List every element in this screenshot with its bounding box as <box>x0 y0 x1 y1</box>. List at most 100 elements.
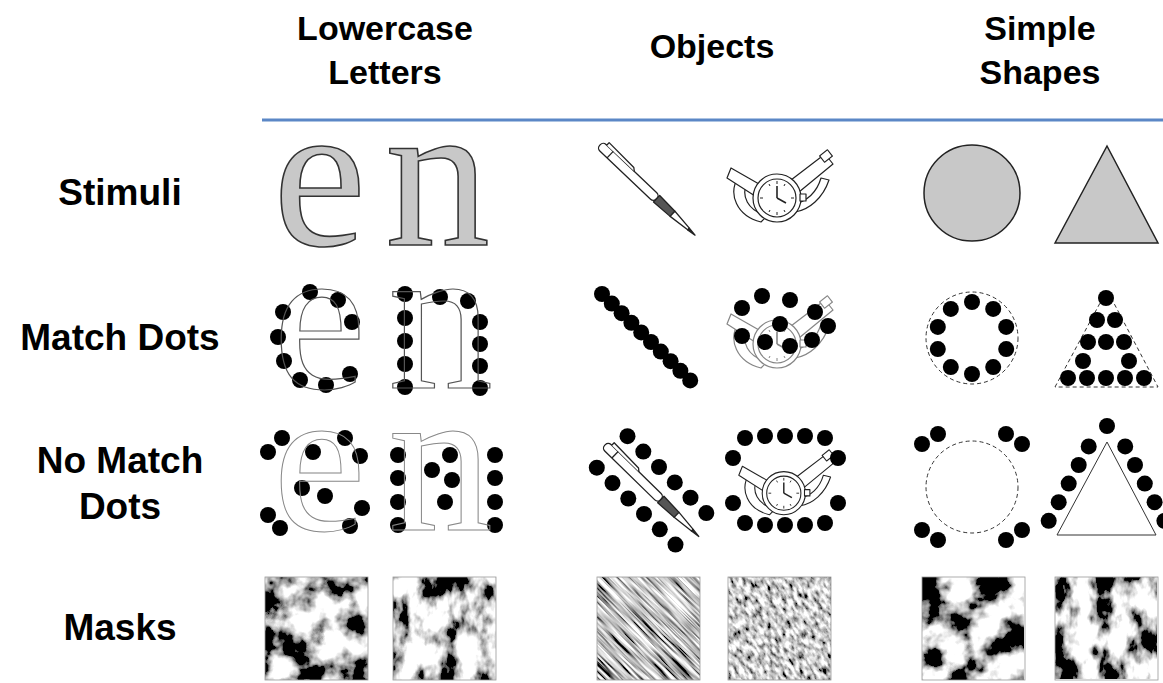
circle-outline <box>926 292 1018 384</box>
dot <box>1117 370 1133 386</box>
triangle-shape <box>1055 146 1158 243</box>
dot <box>782 292 798 308</box>
row-header: Stimuli <box>4 170 236 216</box>
dot <box>914 436 930 452</box>
dot <box>777 517 793 533</box>
dot <box>1098 334 1114 350</box>
dot <box>985 359 1001 375</box>
watch-drawing <box>727 296 833 368</box>
dot <box>777 428 793 444</box>
dot <box>943 301 959 317</box>
circle-outline <box>926 441 1018 533</box>
dot <box>1051 494 1067 510</box>
dot <box>1136 370 1152 386</box>
dot <box>830 495 846 511</box>
dot <box>737 515 753 531</box>
dot <box>725 495 741 511</box>
noise-mask <box>1055 577 1157 679</box>
dot <box>998 426 1014 442</box>
dot <box>620 491 636 507</box>
dot <box>1156 513 1163 529</box>
dot <box>985 301 1001 317</box>
pen-drawing <box>602 439 704 539</box>
dot <box>737 430 753 446</box>
triangle-outline <box>1055 290 1158 387</box>
dot <box>1080 334 1096 350</box>
dot <box>998 341 1014 357</box>
letter-outline: n <box>388 354 493 564</box>
dot <box>797 428 813 444</box>
dot <box>652 521 668 537</box>
triangle-outline <box>1057 442 1156 535</box>
dot <box>943 359 959 375</box>
dot <box>682 372 698 388</box>
dot <box>1075 353 1091 369</box>
dot <box>1098 290 1114 306</box>
watch-drawing <box>727 150 833 222</box>
column-header: Objects <box>612 24 812 68</box>
dot <box>817 515 833 531</box>
dot <box>725 450 741 466</box>
dot <box>1137 476 1153 492</box>
dot <box>1014 522 1030 538</box>
dot <box>1061 476 1077 492</box>
dot <box>1079 370 1095 386</box>
row-header: Match Dots <box>4 315 236 361</box>
noise-mask <box>393 577 496 680</box>
row-header: Masks <box>4 605 236 651</box>
dot <box>651 459 667 475</box>
dot <box>1081 438 1097 454</box>
dot <box>807 304 823 320</box>
dot <box>1099 418 1115 434</box>
dot <box>817 430 833 446</box>
dot <box>830 450 846 466</box>
dot <box>1117 438 1133 454</box>
dot <box>930 532 946 548</box>
dot <box>757 334 773 350</box>
dot <box>930 426 946 442</box>
dot <box>1071 457 1087 473</box>
noise-mask <box>728 577 831 680</box>
circle-shape <box>924 145 1020 241</box>
dot <box>998 532 1014 548</box>
noise-mask <box>922 577 1024 680</box>
noise-mask <box>265 577 368 680</box>
dot <box>1089 312 1105 328</box>
dot <box>635 444 651 460</box>
dot <box>734 328 750 344</box>
dot <box>589 460 605 476</box>
dot <box>1127 457 1143 473</box>
dot <box>698 505 714 521</box>
dot <box>1041 513 1057 529</box>
dot <box>772 316 788 332</box>
dot <box>1098 370 1114 386</box>
row-header: No Match Dots <box>4 438 236 530</box>
watch-drawing <box>739 450 834 515</box>
dot <box>914 522 930 538</box>
mask-frames <box>265 577 1158 680</box>
dot <box>930 319 946 335</box>
dot <box>964 294 980 310</box>
dot <box>757 428 773 444</box>
pen-drawing <box>597 139 701 238</box>
dot <box>820 318 836 334</box>
dot <box>930 341 946 357</box>
column-header: Simple Shapes <box>940 6 1140 94</box>
dot <box>667 474 683 490</box>
dot <box>1014 436 1030 452</box>
dot <box>605 475 621 491</box>
letter-outline: e <box>273 354 366 564</box>
dot <box>964 366 980 382</box>
dot <box>757 517 773 533</box>
dot <box>782 338 798 354</box>
dot <box>668 537 684 553</box>
dot <box>683 490 699 506</box>
dot <box>1116 334 1132 350</box>
dot <box>998 319 1014 335</box>
dot <box>1147 494 1163 510</box>
dot <box>1121 353 1137 369</box>
noise-mask <box>597 577 700 680</box>
dot <box>1060 370 1076 386</box>
dot <box>804 332 820 348</box>
dot <box>734 300 750 316</box>
